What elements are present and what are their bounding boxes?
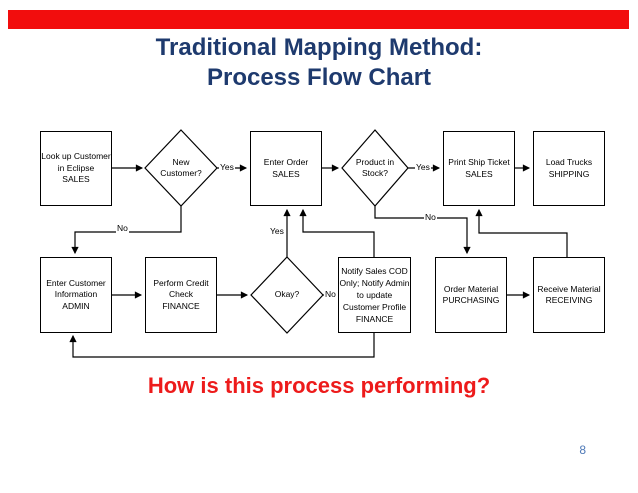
node-text: Information (54, 289, 98, 300)
slide-title-line1: Traditional Mapping Method: (155, 34, 483, 61)
edge-label-yes-new-customer: Yes (219, 162, 235, 173)
flow-node-lookup-customer: Look up Customer in Eclipse SALES (40, 131, 112, 206)
node-text: ADMIN (62, 300, 90, 311)
diamond-okay (250, 256, 324, 334)
edge-label-yes-okay: Yes (269, 226, 285, 237)
edge-label-yes-in-stock: Yes (415, 162, 431, 173)
edge-notify-to-enterorder (299, 208, 375, 257)
slide-title-line2: Process Flow Chart (206, 64, 432, 91)
node-text: Product in (355, 156, 395, 167)
node-text: RECEIVING (545, 295, 593, 305)
flow-node-enter-customer-info: Enter Customer Information ADMIN (40, 257, 112, 333)
node-text: Check (168, 289, 194, 300)
flow-node-enter-order: Enter Order SALES (250, 131, 322, 206)
node-text: in Eclipse (57, 162, 95, 173)
node-text: Look up Customer (41, 151, 111, 162)
node-text: SALES (62, 174, 90, 185)
node-text: Perform Credit (153, 277, 209, 288)
node-text: Enter Order (263, 157, 309, 167)
edge-label-no-new-customer: No (116, 223, 129, 234)
diamond-text-okay: Okay? (252, 284, 322, 306)
node-text: SALES (465, 168, 493, 179)
node-text: Stock? (362, 168, 388, 178)
question-text: How is this process performing? (147, 373, 491, 398)
node-text: to update (356, 290, 393, 300)
edge-notify-loop-to-enterinfo (69, 333, 375, 358)
node-text: Order Material (443, 283, 499, 294)
node-text: Enter Customer (46, 277, 106, 288)
diamond-product-in-stock (341, 129, 409, 207)
flow-node-load-trucks: Load Trucks SHIPPING (533, 131, 605, 206)
top-red-banner (8, 10, 629, 29)
diamond-text-product-in-stock: Product in Stock? (340, 145, 410, 191)
edge-receive-to-printship (475, 208, 568, 257)
node-text: Print Ship Ticket (448, 157, 510, 167)
node-text: SHIPPING (548, 168, 590, 179)
node-text: Customer Profile (342, 302, 407, 312)
flow-node-receive-material: Receive Material RECEIVING (533, 257, 605, 333)
node-text: New (172, 156, 190, 167)
flow-node-perform-credit-check: Perform Credit Check FINANCE (145, 257, 217, 333)
node-text: PURCHASING (442, 295, 500, 305)
node-text: FINANCE (162, 300, 200, 311)
diamond-new-customer (144, 129, 218, 207)
node-text: SALES (272, 168, 300, 179)
flow-node-print-ship-ticket: Print Ship Ticket SALES (443, 131, 515, 206)
page-number: 8 (579, 443, 586, 457)
edge-stock-no-to-ordermaterial (374, 206, 471, 255)
node-text: Receive Material (537, 283, 601, 294)
node-text: Notify Sales COD (341, 266, 408, 276)
edge-label-no-okay: No (324, 289, 337, 300)
node-text: Okay? (274, 289, 300, 300)
flow-node-order-material: Order Material PURCHASING (435, 257, 507, 333)
node-text: Only; Notify Admin (339, 278, 410, 288)
diamond-text-new-customer: New Customer? (146, 145, 216, 191)
node-text: Customer? (160, 168, 202, 178)
node-text: FINANCE (355, 314, 394, 324)
slide-title: Traditional Mapping Method: Process Flow… (0, 33, 638, 93)
edge-label-no-in-stock: No (424, 212, 437, 223)
flow-node-notify-sales-cod: Notify Sales COD Only; Notify Admin to u… (338, 257, 411, 333)
node-text: Load Trucks (545, 157, 593, 167)
